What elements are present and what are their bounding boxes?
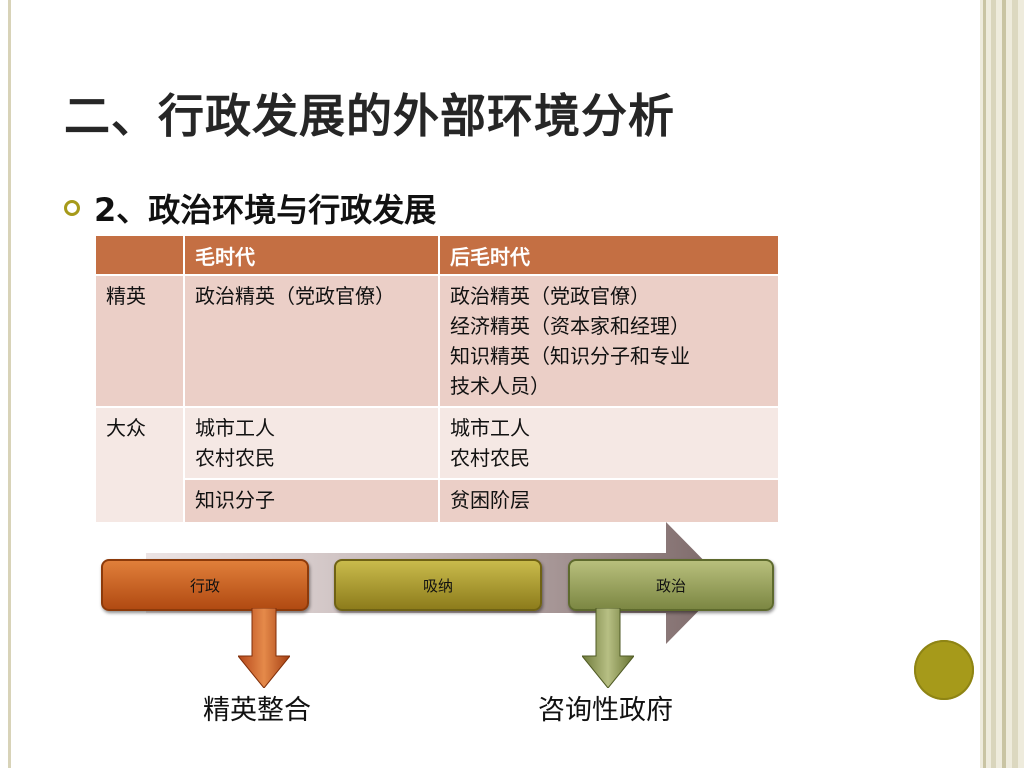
cell-line: 贫困阶层: [450, 488, 530, 512]
table-row: 知识分子 贫困阶层: [96, 478, 780, 522]
cell-line: 知识分子: [195, 488, 275, 512]
bullet-text: 2、政治环境与行政发展: [94, 191, 437, 229]
table-cell: 城市工人 农村农民: [439, 406, 780, 479]
label-elite-integration: 精英整合: [203, 695, 311, 726]
cell-line: 城市工人: [450, 416, 530, 440]
bullet-item: 2、政治环境与行政发展: [64, 186, 436, 230]
left-decorative-rule: [8, 0, 11, 768]
row-label: 大众: [96, 406, 185, 522]
right-decorative-border: [980, 0, 1024, 768]
table-header-row: 毛时代 后毛时代: [96, 236, 780, 275]
cell-line: 政治精英（党政官僚）: [450, 284, 650, 308]
cell-line: 城市工人: [195, 416, 275, 440]
down-arrow-icon: [582, 608, 634, 688]
cell-line: 技术人员）: [450, 374, 550, 398]
cell-line: 政治精英（党政官僚）: [195, 284, 395, 308]
process-box-politics: 政治: [568, 559, 774, 611]
header-cell: 毛时代: [184, 236, 440, 275]
table-row: 大众 城市工人 农村农民 城市工人 农村农民: [96, 406, 780, 522]
cell-line: 农村农民: [450, 446, 530, 470]
table-cell: 政治精英（党政官僚）: [184, 274, 440, 407]
row-label: 精英: [96, 274, 185, 407]
circle-bullet-icon: [64, 200, 80, 216]
cell-line: 经济精英（资本家和经理）: [450, 314, 690, 338]
label-consultative-government: 咨询性政府: [538, 695, 673, 726]
header-cell: [96, 236, 185, 275]
table-cell: 贫困阶层: [439, 478, 780, 522]
table-cell: 城市工人 农村农民: [184, 406, 440, 479]
table-cell: 政治精英（党政官僚） 经济精英（资本家和经理） 知识精英（知识分子和专业 技术人…: [439, 274, 780, 407]
process-box-admin: 行政: [101, 559, 309, 611]
cell-line: 农村农民: [195, 446, 275, 470]
cell-line: 知识精英（知识分子和专业: [450, 344, 690, 368]
table-cell: 知识分子: [184, 478, 440, 522]
page-title: 二、行政发展的外部环境分析: [64, 89, 675, 143]
header-cell: 后毛时代: [439, 236, 780, 275]
environment-table: 毛时代 后毛时代 精英 政治精英（党政官僚） 政治精英（党政官僚） 经济精英（资…: [96, 236, 780, 522]
table-row: 精英 政治精英（党政官僚） 政治精英（党政官僚） 经济精英（资本家和经理） 知识…: [96, 274, 780, 407]
process-box-absorb: 吸纳: [334, 559, 542, 611]
down-arrow-icon: [238, 608, 290, 688]
decorative-circle: [914, 640, 974, 700]
